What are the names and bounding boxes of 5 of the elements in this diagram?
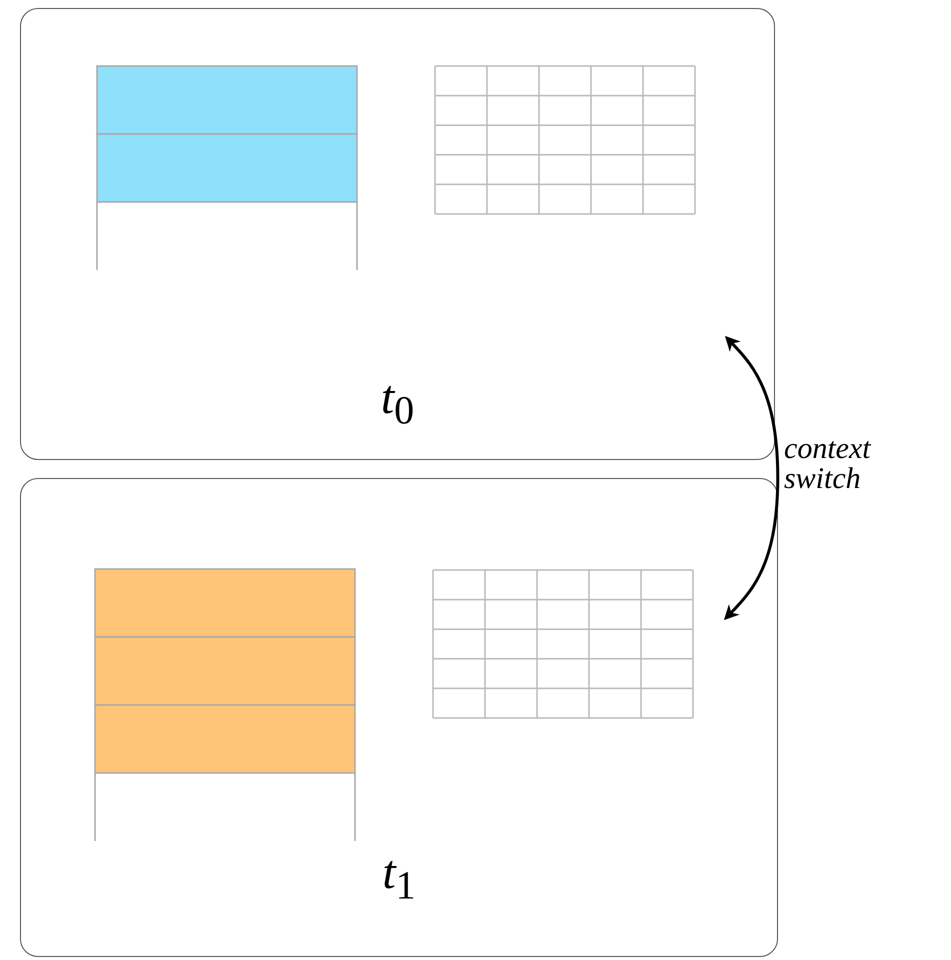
curved-arrow [724,336,780,620]
rounded-panel [20,478,778,957]
time-label: t$_{1}$ [382,849,416,906]
time-label: t$_{0}$ [380,374,414,431]
rounded-panel [20,8,775,460]
